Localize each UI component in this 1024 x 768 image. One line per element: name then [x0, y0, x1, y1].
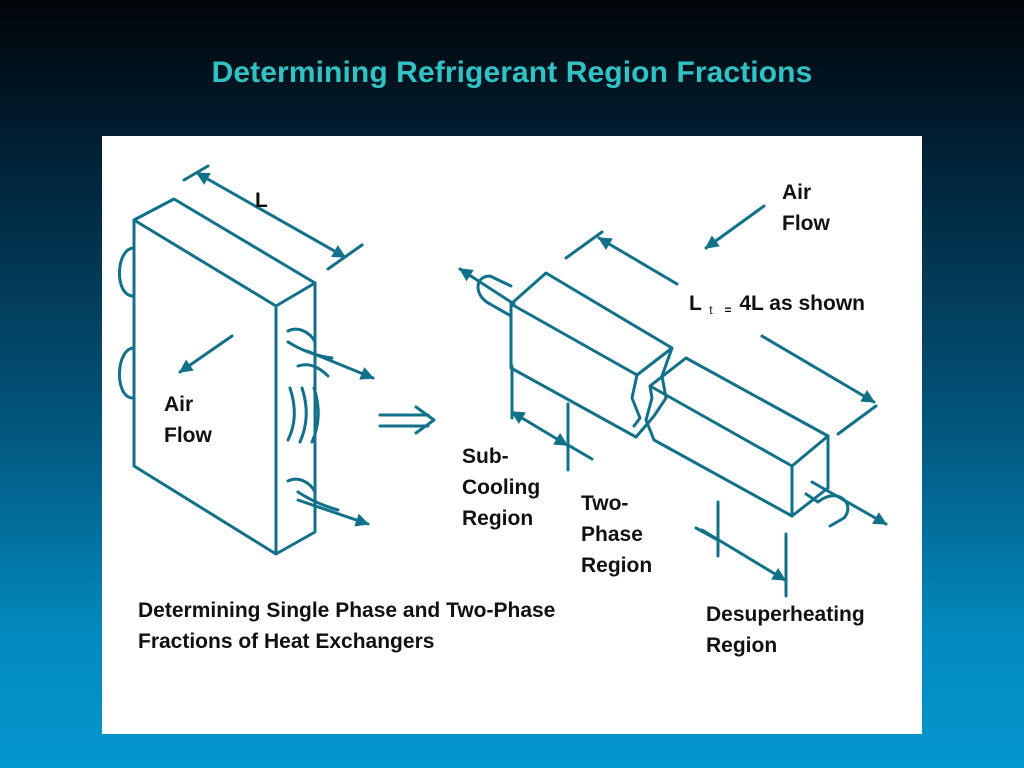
sub-cooling-label: Sub- Cooling Region	[462, 445, 541, 530]
l-dimension-label: L	[255, 189, 268, 212]
equals-sign: =	[724, 303, 732, 317]
desuperheating-label: Desuperheating Region	[706, 603, 865, 657]
slide-title: Determining Refrigerant Region Fractions	[211, 56, 813, 89]
two-phase-label: Two- Phase Region	[581, 492, 653, 577]
transition-arrow	[378, 405, 436, 435]
subscript-t: t	[709, 303, 713, 317]
air-flow-label-left: Air Flow	[164, 393, 212, 447]
diagram-panel: L Air Flow Air Flow L t = 4L as shown Su…	[102, 136, 922, 734]
total-length-label: L t = 4L as shown	[689, 292, 865, 317]
heat-exchanger-drawing	[118, 164, 888, 598]
left-heat-exchanger	[118, 164, 375, 556]
diagram-caption: Determining Single Phase and Two-Phase F…	[138, 599, 556, 653]
unwrapped-heat-exchanger	[458, 204, 888, 598]
air-flow-label-right: Air Flow	[782, 181, 830, 235]
